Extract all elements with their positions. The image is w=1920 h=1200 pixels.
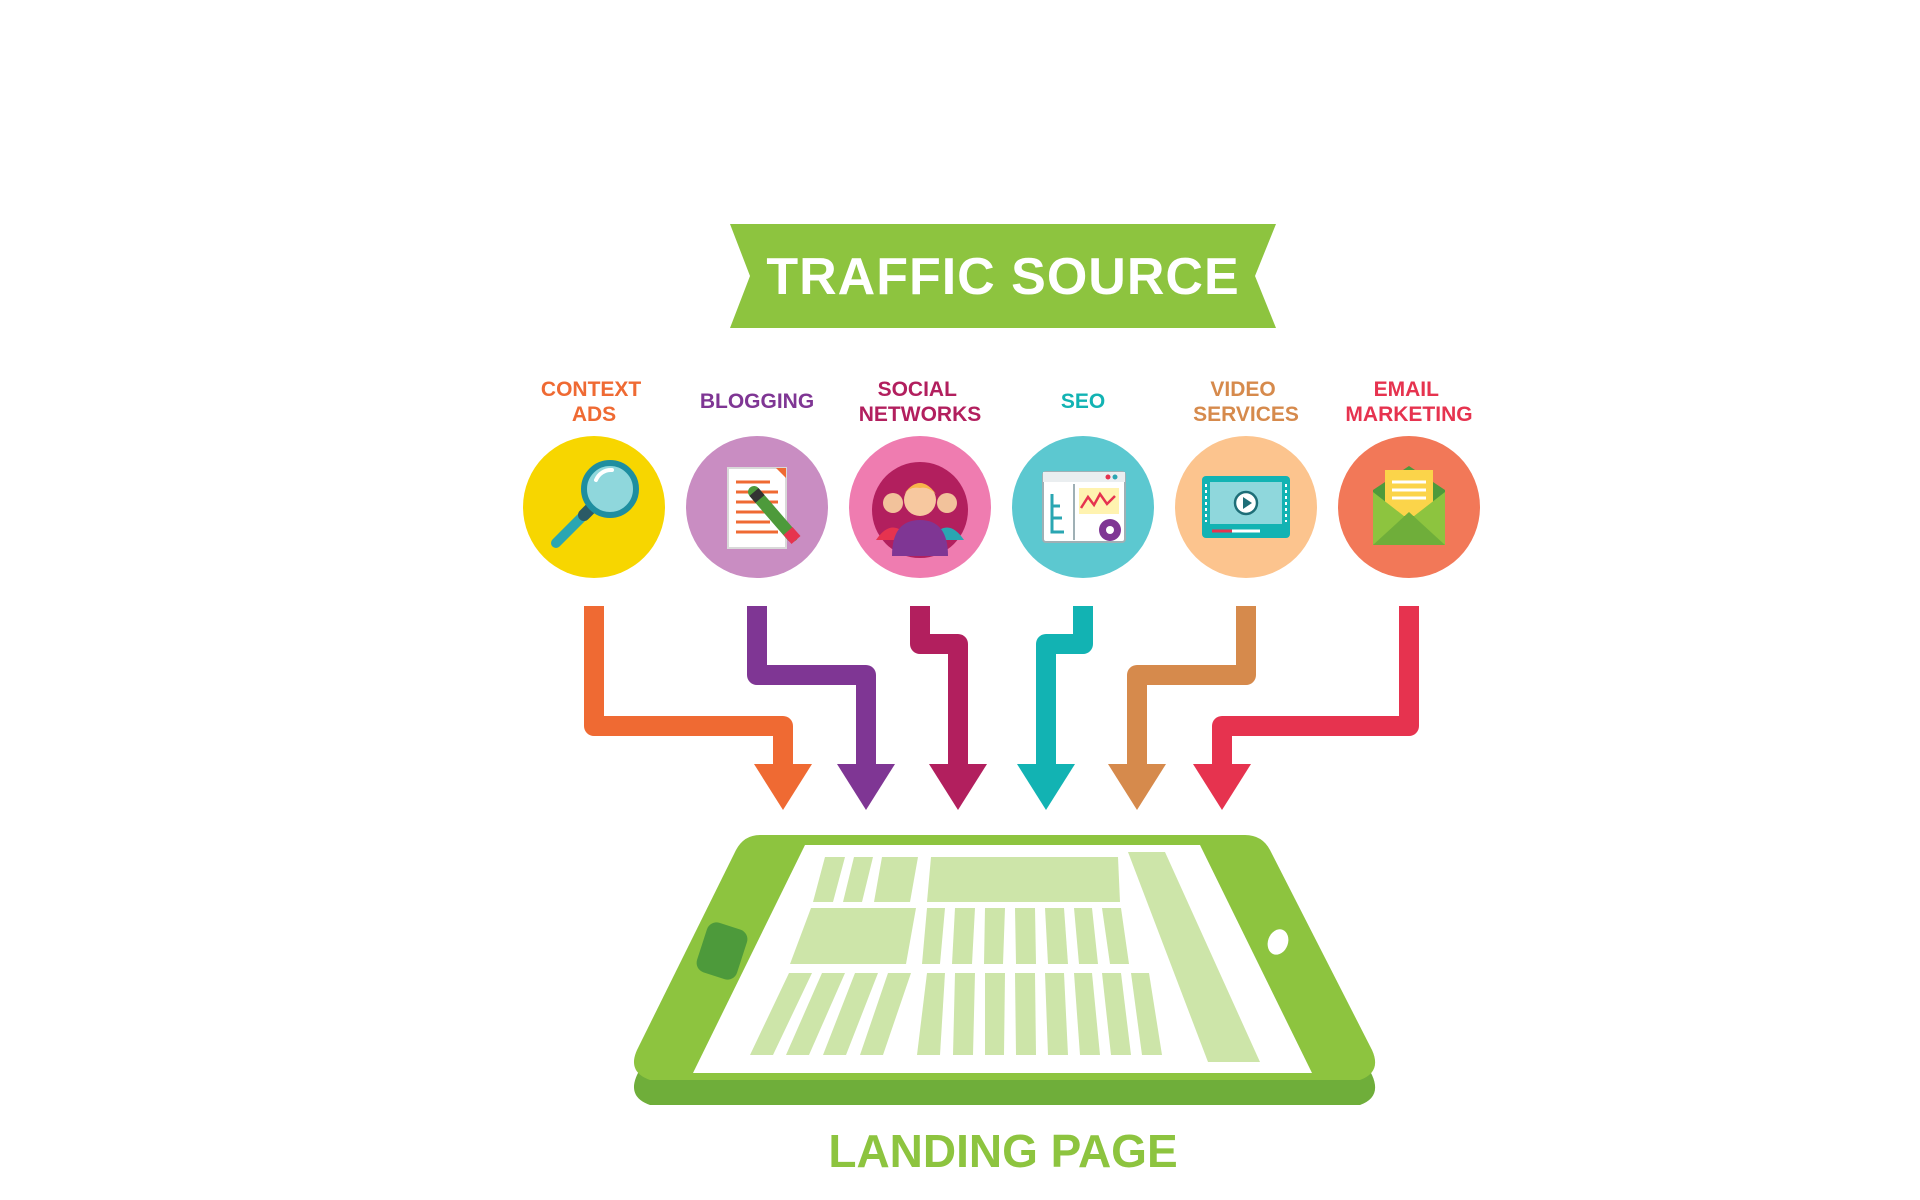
home-button <box>696 922 748 980</box>
analytics-browser-icon <box>1042 471 1126 543</box>
flow-arrows <box>584 606 1419 810</box>
magnifier-icon <box>551 460 639 548</box>
arrow-blogging <box>747 606 895 810</box>
source-label-email-marketing: EMAIL MARKETING <box>1345 378 1472 426</box>
banner-ribbon <box>730 224 1276 328</box>
source-label-social-networks: SOCIAL NETWORKS <box>859 378 982 426</box>
envelope-icon <box>1373 466 1445 545</box>
arrow-seo <box>1017 606 1093 810</box>
banner-title: TRAFFIC SOURCE <box>766 248 1239 306</box>
source-circle-context-ads <box>523 436 665 578</box>
camera-dot <box>1267 929 1289 955</box>
landing-page-label: LANDING PAGE <box>828 1125 1177 1177</box>
source-circle-blogging <box>686 436 828 578</box>
banner: TRAFFIC SOURCE <box>730 224 1276 328</box>
document-pencil-icon <box>727 467 801 549</box>
source-circle-video-services <box>1175 436 1317 578</box>
arrow-context-ads <box>584 606 812 810</box>
arrow-video-services <box>1108 606 1256 810</box>
source-circle-email-marketing <box>1338 436 1480 578</box>
video-player-icon <box>1202 476 1290 538</box>
tablet <box>633 835 1376 1105</box>
source-labels: CONTEXT ADS BLOGGING SOCIAL NETWORKS SEO… <box>541 378 1473 426</box>
source-circle-social-networks <box>849 436 991 578</box>
screen-content <box>750 852 1260 1062</box>
source-label-context-ads: CONTEXT ADS <box>541 378 647 426</box>
arrow-social-networks <box>910 606 987 810</box>
source-label-seo: SEO <box>1061 390 1105 413</box>
arrow-email-marketing <box>1193 606 1419 810</box>
people-icon <box>872 462 968 558</box>
source-circles <box>523 436 1480 578</box>
source-circle-seo <box>1012 436 1154 578</box>
source-label-video-services: VIDEO SERVICES <box>1193 378 1299 426</box>
source-label-blogging: BLOGGING <box>700 390 814 413</box>
